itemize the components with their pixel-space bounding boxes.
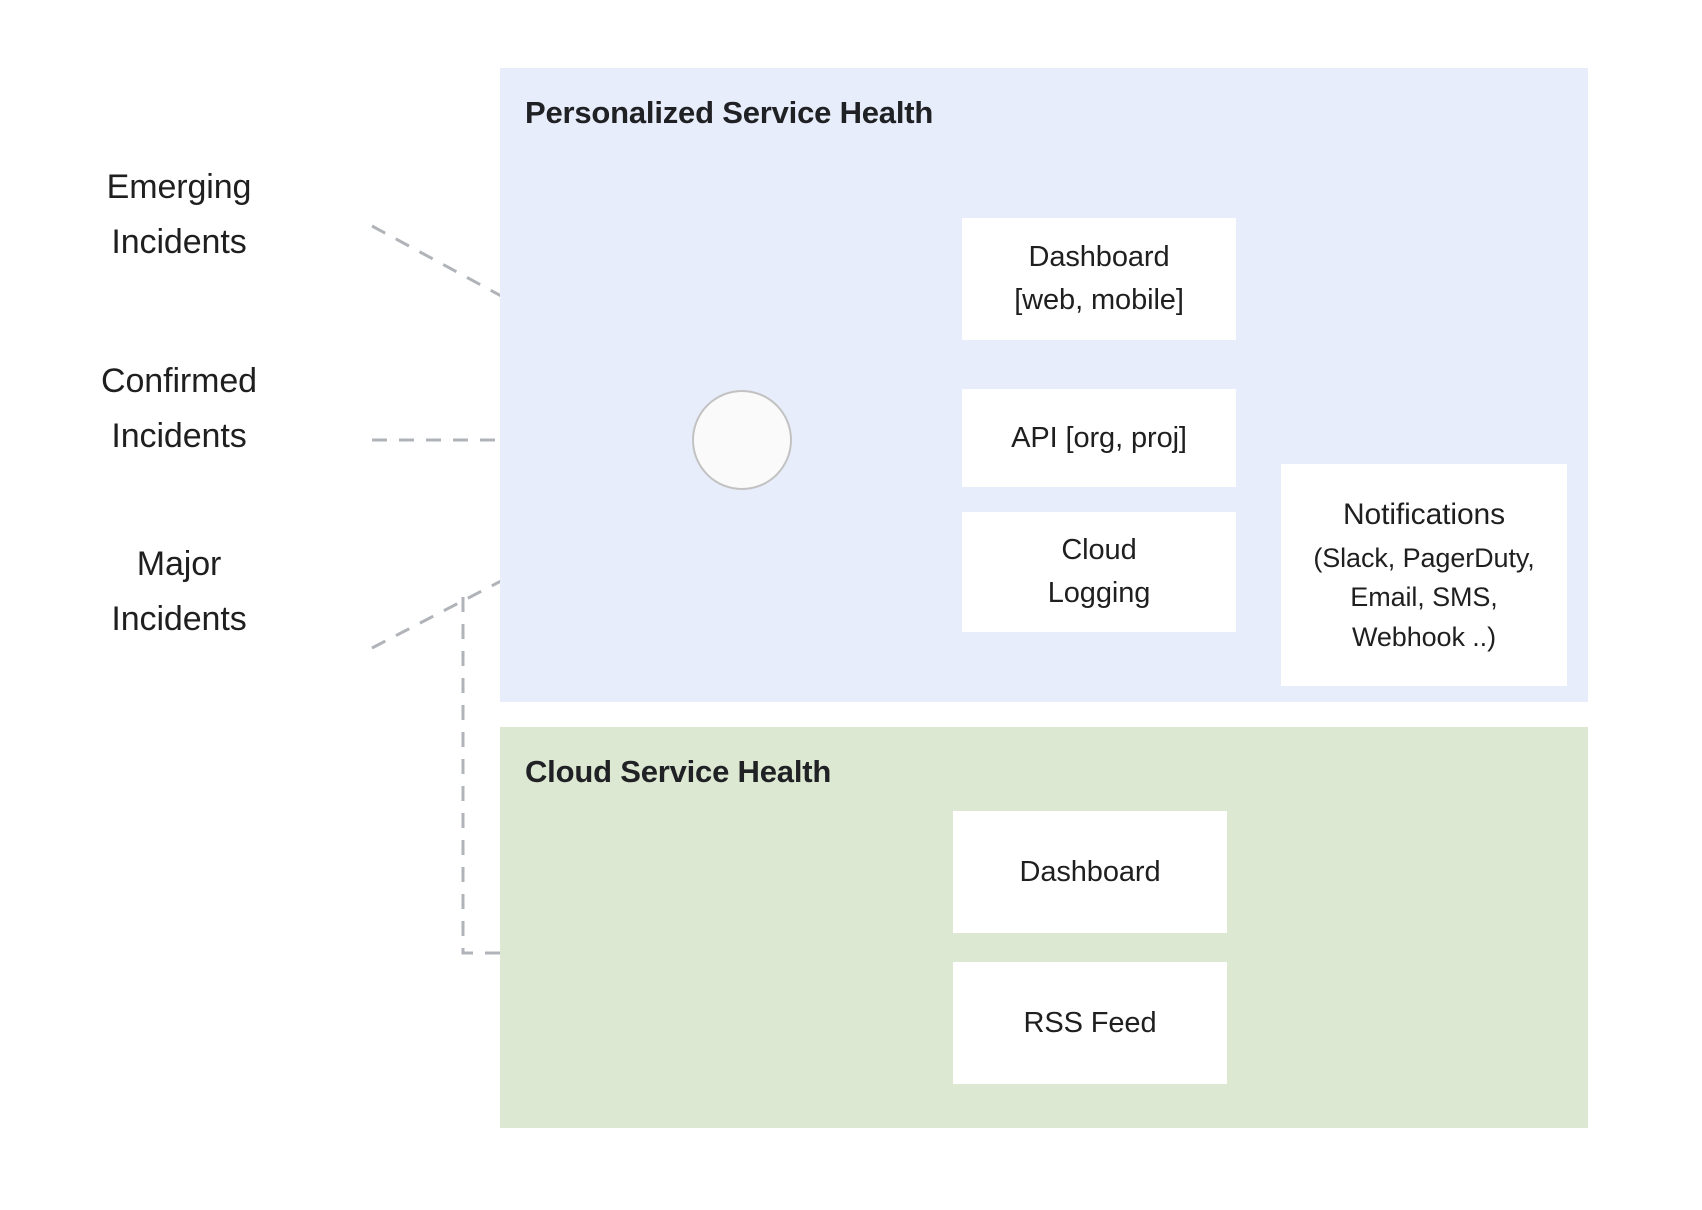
- node-rss-feed[interactable]: RSS Feed: [953, 962, 1227, 1084]
- node-cloud-dashboard[interactable]: Dashboard: [953, 811, 1227, 933]
- source-label-major-incidents: Major Incidents: [111, 545, 247, 639]
- node-api-org-proj[interactable]: API [org, proj]: [962, 389, 1236, 487]
- source-label-confirmed-incidents: Confirmed Incidents: [101, 362, 257, 456]
- source-label-emerging-incidents: Emerging Incidents: [106, 168, 252, 262]
- aggregation-node-circle: [692, 390, 792, 490]
- notifications-title: Notifications: [1342, 497, 1506, 531]
- node-notifications[interactable]: Notifications (Slack, PagerDuty, Email, …: [1281, 464, 1567, 686]
- panel-title-cloud-service-health: Cloud Service Health: [525, 754, 832, 789]
- node-cloud-logging[interactable]: Cloud Logging: [962, 512, 1236, 632]
- panel-title-personalized-service-health: Personalized Service Health: [525, 95, 934, 130]
- notifications-channels: (Slack, PagerDuty, Email, SMS, Webhook .…: [1313, 542, 1535, 652]
- node-dashboard-web-mobile[interactable]: Dashboard [web, mobile]: [962, 218, 1236, 340]
